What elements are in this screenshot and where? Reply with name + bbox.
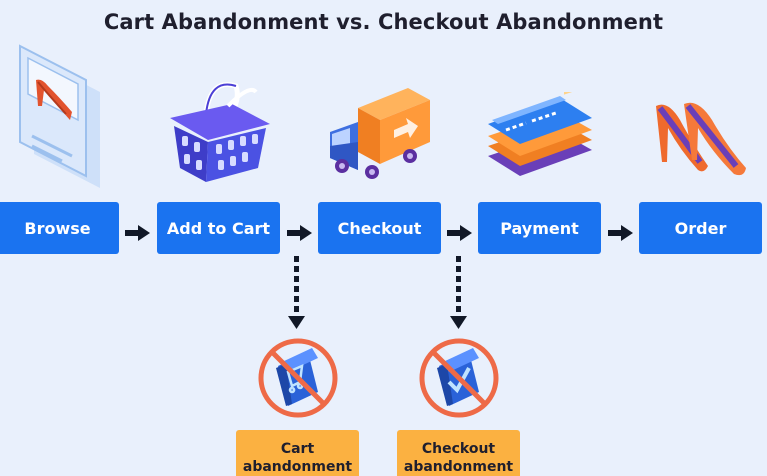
step-payment: Payment	[478, 202, 601, 254]
step-browse: Browse	[0, 202, 119, 254]
shopping-basket-icon	[166, 78, 272, 186]
arrow-right-icon	[608, 225, 633, 241]
step-add-to-cart: Add to Cart	[157, 202, 280, 254]
dotted-arrow-down-icon	[288, 256, 305, 329]
checkout-abandonment-badge: Checkout abandonment	[397, 430, 520, 476]
step-checkout: Checkout	[318, 202, 441, 254]
arrow-right-icon	[287, 225, 312, 241]
arrow-right-icon	[125, 225, 150, 241]
step-order: Order	[639, 202, 762, 254]
high-heels-icon	[654, 98, 748, 184]
diagram-title: Cart Abandonment vs. Checkout Abandonmen…	[103, 10, 664, 34]
badge-line-2: abandonment	[242, 459, 353, 475]
badge-line-2: abandonment	[403, 459, 514, 475]
delivery-truck-icon	[328, 86, 432, 182]
checkout-prohibited-icon	[417, 336, 501, 420]
cart-prohibited-icon	[256, 336, 340, 420]
badge-line-1: Checkout	[421, 441, 496, 457]
badge-line-1: Cart	[280, 441, 315, 457]
shoe-on-screen-icon	[14, 42, 100, 188]
cart-abandonment-badge: Cart abandonment	[236, 430, 359, 476]
dotted-arrow-down-icon	[450, 256, 467, 329]
arrow-right-icon	[447, 225, 472, 241]
credit-cards-icon	[486, 92, 594, 188]
